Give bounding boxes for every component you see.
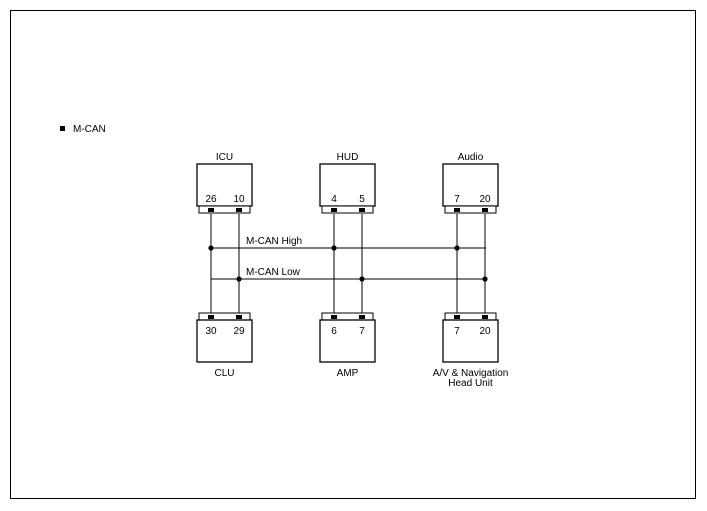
module-label: ICU [216,152,233,163]
pin-number: 26 [205,194,217,205]
junction-dot [454,245,460,251]
pin-number: 7 [454,326,460,337]
module-audio: 7 20 Audio [442,152,499,214]
bus-label: M-CAN Low [246,267,301,278]
module-hud: 4 5 HUD [319,152,376,214]
pin-number: 6 [331,326,337,337]
connector-strip [198,312,251,321]
pin-number: 7 [454,194,460,205]
module-label: A/V & Navigation [433,368,509,379]
connector-strip [321,205,374,214]
pin-terminal [454,208,460,212]
bullet-icon [60,125,65,131]
junction-dot [208,245,214,251]
module-label: AMP [337,368,359,379]
module-box [319,319,376,363]
pin-number: 4 [331,194,337,205]
pin-terminal [208,208,214,212]
pin-number: 30 [205,326,217,337]
diagram-frame [10,10,696,499]
section-heading: M-CAN [60,124,106,135]
junction-dot [331,245,337,251]
junction-dot [236,276,242,282]
module-box [442,163,499,207]
pin-terminal [359,315,365,319]
pin-terminal [359,208,365,212]
module-icu: 26 10 ICU [196,152,253,214]
pin-terminal [482,208,488,212]
pin-terminal [331,208,337,212]
pin-terminal [208,315,214,319]
section-heading-label: M-CAN [73,124,106,135]
pin-number: 10 [233,194,245,205]
pin-number: 20 [479,194,491,205]
module-box [442,319,499,363]
pin-terminal [236,315,242,319]
module-box [196,319,253,363]
junction-dot [359,276,365,282]
pin-terminal [236,208,242,212]
pin-terminal [482,315,488,319]
pin-number: 20 [479,326,491,337]
module-box [319,163,376,207]
pin-number: 29 [233,326,245,337]
pin-number: 5 [359,194,365,205]
pin-number: 7 [359,326,365,337]
module-label: Head Unit [448,378,493,389]
pin-terminal [331,315,337,319]
bus-label: M-CAN High [246,236,302,247]
module-label: CLU [214,368,234,379]
connector-strip [198,205,251,214]
pin-terminal [454,315,460,319]
connector-strip [321,312,374,321]
module-label: HUD [337,152,359,163]
connector-strip [444,205,497,214]
module-box [196,163,253,207]
module-label: Audio [458,152,484,163]
connector-strip [444,312,497,321]
junction-dot [482,276,488,282]
